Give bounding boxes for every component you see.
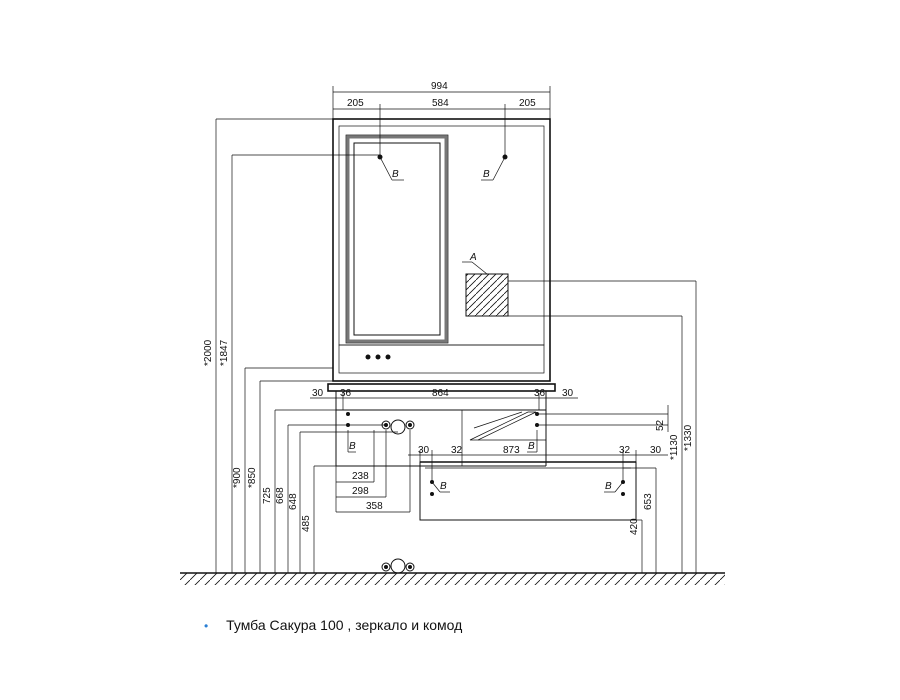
bullet-icon: •: [204, 619, 209, 633]
mount-point-drawer-right: B: [604, 481, 624, 493]
dim-w-32-drawer-right: 32: [619, 445, 631, 456]
dim-h-485: 485: [301, 515, 312, 532]
dim-top-mid: 584: [432, 98, 449, 109]
mount-point-mirror-left: B: [377, 154, 404, 181]
dim-h-900: *900: [232, 467, 243, 488]
dim-w-873: 873: [503, 445, 520, 456]
dim-h-1130: *1130: [669, 434, 680, 460]
dim-h-1330: *1330: [683, 424, 694, 451]
dim-top-left: 205: [347, 98, 364, 109]
dim-h-420: 420: [629, 518, 640, 535]
mount-point-mirror-right: B: [481, 154, 508, 181]
left-height-dimensions: *2000 *1847 *900 *850 725 668 648 485: [203, 118, 398, 573]
mount-point-vanity-right: B: [527, 430, 538, 453]
area-a: A: [462, 252, 509, 317]
dim-w-36-right: 36: [534, 388, 546, 399]
dim-w-30-drawer-right: 30: [650, 445, 662, 456]
outlet-offset-dimensions: 238 298 358: [335, 430, 411, 513]
marker-b-label: B: [392, 169, 399, 180]
dim-h-1847: *1847: [219, 339, 230, 366]
dim-w-864: 864: [432, 388, 449, 399]
right-height-dimensions: 52 *1130 *1330 653 420: [508, 280, 697, 573]
mount-point-drawer-left: B: [431, 481, 450, 493]
dim-top-width: 994: [431, 81, 448, 92]
drain-outlet: [381, 558, 415, 574]
marker-b-label: B: [349, 441, 356, 452]
dim-w-298: 298: [352, 486, 369, 497]
dim-h-52: 52: [655, 419, 666, 431]
dim-w-30-right: 30: [562, 388, 574, 399]
dim-top-right: 205: [519, 98, 536, 109]
dim-w-30-left: 30: [312, 388, 324, 399]
drawer-dimensions: 30 32 873 32 30: [408, 445, 668, 482]
dim-h-648: 648: [288, 493, 299, 510]
marker-b-label: B: [528, 441, 535, 452]
top-dimensions: 994 205 584 205: [332, 81, 551, 157]
dim-h-2000: *2000: [203, 339, 214, 366]
dim-w-238: 238: [352, 471, 369, 482]
vanity-dimensions: 30 36 864 36 30: [310, 388, 578, 410]
caption: • Тумба Сакура 100 , зеркало и комод: [204, 617, 462, 633]
dim-w-32-drawer-left: 32: [451, 445, 463, 456]
marker-b-label: B: [605, 481, 612, 492]
marker-b-label: B: [440, 481, 447, 492]
dim-h-725: 725: [262, 487, 273, 504]
marker-b-label: B: [483, 169, 490, 180]
dim-h-850: *850: [247, 467, 258, 488]
caption-text: Тумба Сакура 100 , зеркало и комод: [226, 617, 463, 633]
marker-a-label: A: [469, 252, 477, 263]
drawer-unit: [419, 461, 637, 521]
dim-w-30-drawer-left: 30: [418, 445, 430, 456]
dim-h-653: 653: [643, 493, 654, 510]
dim-h-668: 668: [275, 487, 286, 504]
floor: [180, 572, 725, 585]
dim-w-36-left: 36: [340, 388, 352, 399]
mirror-cabinet: [332, 118, 551, 382]
dim-w-358: 358: [366, 501, 383, 512]
mount-point-vanity-left: B: [347, 430, 356, 453]
